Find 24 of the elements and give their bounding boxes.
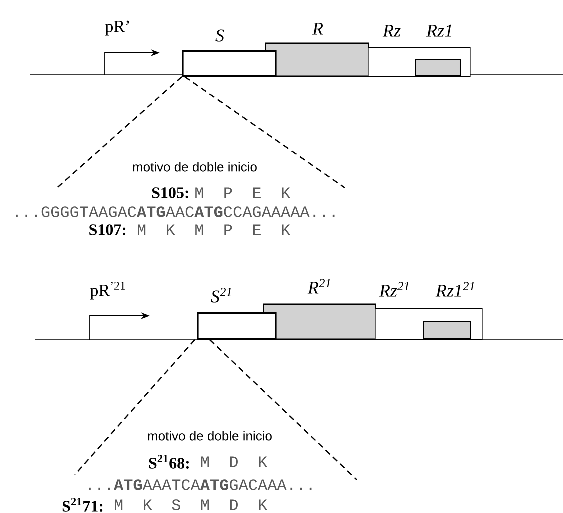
amino-acid-sequence: M P E K	[196, 188, 291, 198]
amino-acid-sequence: M K M P E K	[138, 224, 291, 236]
protein-label: S$^{21}$71:	[62, 498, 103, 512]
amino-acid-sequence: M D K	[201, 456, 268, 468]
gene-box: Rz1$^{21}$	[423, 282, 474, 339]
node-label: Rz1	[426, 24, 452, 37]
amino-acid-sequence: M K S M D K	[115, 500, 268, 510]
node-label: S	[216, 30, 224, 42]
protein-label: S105:	[152, 188, 188, 198]
node-label: R$^{21}$	[308, 279, 330, 294]
node-label: Rz	[382, 25, 401, 37]
node-label: Rz1$^{21}$	[436, 282, 474, 297]
promoter-label: pR$^{’21}$	[90, 282, 126, 300]
gene-box: Rz1	[415, 24, 461, 76]
node-label: R	[312, 23, 324, 35]
node-label: Rz$^{21}$	[379, 282, 409, 297]
dna-sequence: ...GGGGTAAGACATGAACATGCCAGAAAAA...	[16, 206, 335, 218]
motif-label: motivo de doble inicio	[133, 162, 257, 172]
dna-sequence: ...ATGAAATCAATGGACAAA...	[89, 480, 312, 490]
node-label: S$^{21}$	[211, 288, 232, 303]
promoter-label: pR’	[105, 20, 130, 36]
protein-label: S$^{21}$68:	[149, 455, 189, 469]
motif-label: motivo de doble inicio	[148, 431, 272, 441]
protein-label: S107:	[90, 224, 126, 236]
